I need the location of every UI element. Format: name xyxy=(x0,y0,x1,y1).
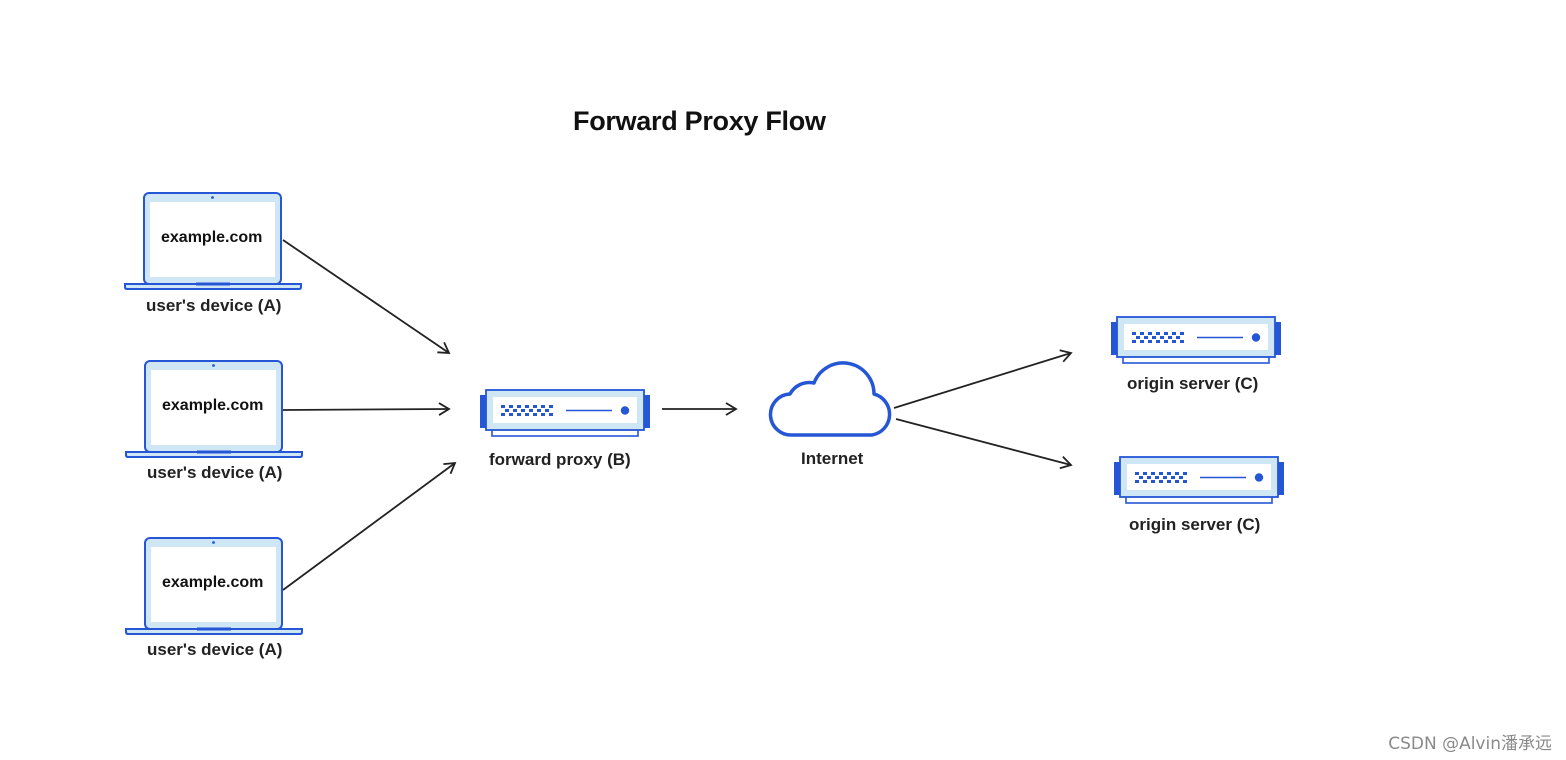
origin-server-label: origin server (C) xyxy=(1127,374,1259,393)
arrow-device2-to-proxy xyxy=(282,402,451,416)
device-label: user's device (A) xyxy=(147,463,283,482)
origin-server-icon xyxy=(1114,456,1284,504)
watermark: CSDN @Alvin潘承远 xyxy=(1388,734,1552,754)
cloud-icon xyxy=(768,361,892,437)
arrow-internet-to-server2 xyxy=(895,418,1073,470)
device-screen-text: example.com xyxy=(161,229,263,246)
diagram-title: Forward Proxy Flow xyxy=(573,106,826,136)
origin-server-label: origin server (C) xyxy=(1129,515,1261,534)
device-screen-text: example.com xyxy=(162,397,264,414)
arrow-internet-to-server1 xyxy=(893,349,1073,409)
arrow-device1-to-proxy xyxy=(282,239,451,354)
proxy-server-icon xyxy=(480,389,650,437)
device-label: user's device (A) xyxy=(146,296,282,315)
arrow-device3-to-proxy xyxy=(282,461,457,591)
origin-server-icon xyxy=(1111,316,1281,364)
device-label: user's device (A) xyxy=(147,640,283,659)
proxy-label: forward proxy (B) xyxy=(489,450,631,469)
internet-label: Internet xyxy=(801,449,864,468)
device-screen-text: example.com xyxy=(162,574,264,591)
